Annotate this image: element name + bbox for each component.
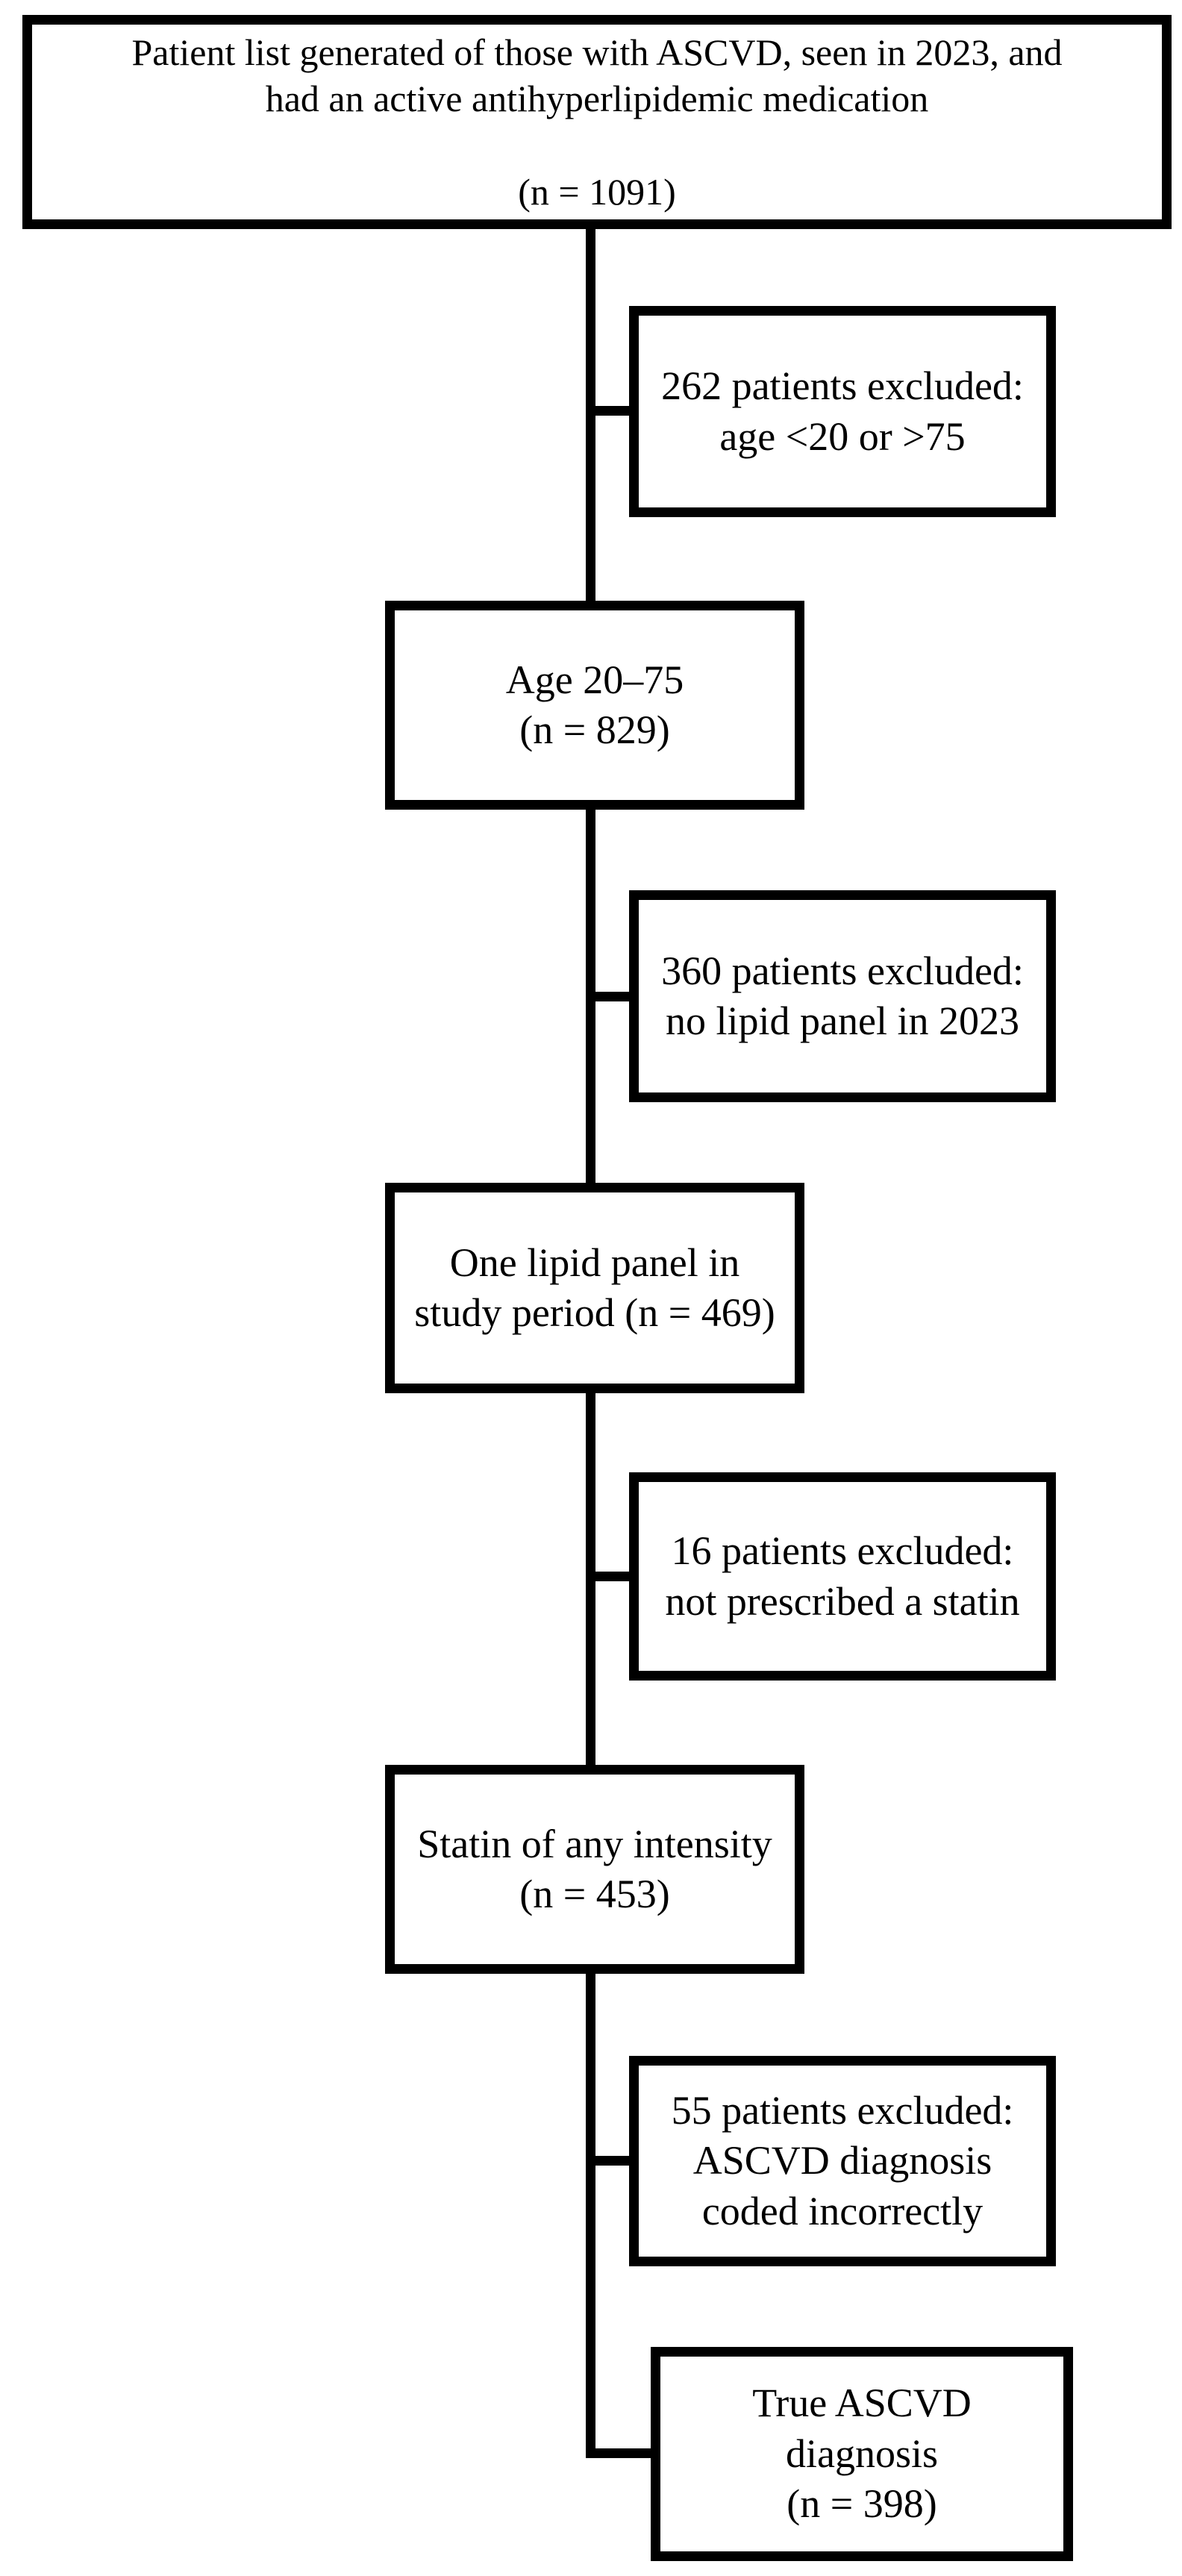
node-one-lipid-panel: One lipid panel in study period (n = 469… [385,1183,804,1393]
connector-elbow-final [586,2448,660,2458]
connector-stub-excluded-statin [590,1572,639,1581]
node-age-20-75: Age 20–75 (n = 829) [385,601,804,810]
node-start-patient-list: Patient list generated of those with ASC… [22,15,1172,229]
node-excluded-coded-incorrectly: 55 patients excluded: ASCVD diagnosis co… [629,2056,1056,2266]
node-excluded-no-lipid-panel: 360 patients excluded: no lipid panel in… [629,890,1056,1102]
connector-stub-excluded-coding [590,2156,639,2166]
node-excluded-no-statin: 16 patients excluded: not prescribed a s… [629,1472,1056,1681]
connector-stub-excluded-age [590,406,639,416]
node-excluded-age: 262 patients excluded: age <20 or >75 [629,306,1056,517]
connector-stub-excluded-lipid [590,992,639,1001]
node-statin-any-intensity: Statin of any intensity (n = 453) [385,1765,804,1974]
connector-statin-to-final [586,1970,595,2458]
node-true-ascvd-diagnosis: True ASCVD diagnosis (n = 398) [651,2347,1073,2561]
